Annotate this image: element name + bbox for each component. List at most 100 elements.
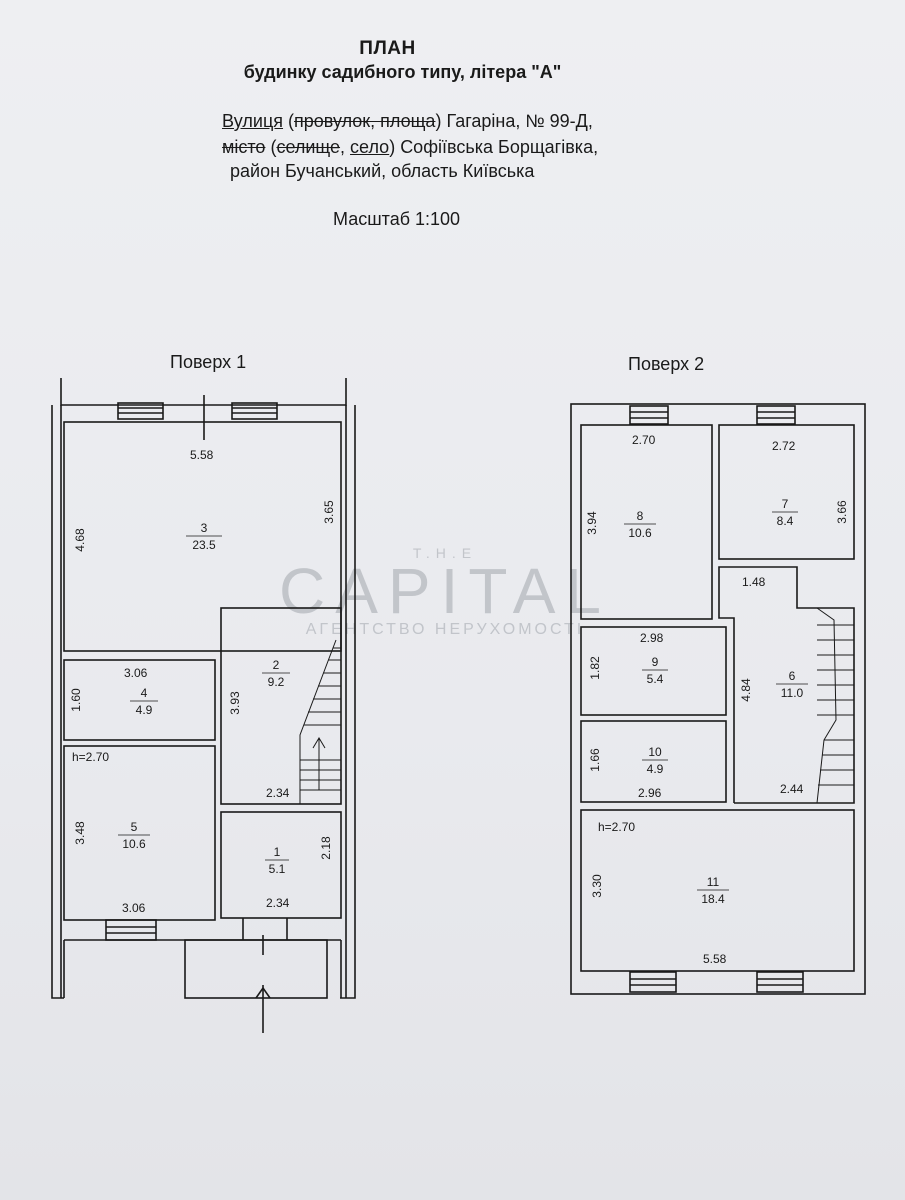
- floor1-label: Поверх 1: [170, 352, 247, 372]
- dim-label: 5.58: [190, 448, 214, 462]
- floor1-outer-right: [340, 405, 356, 999]
- floor2-room-9: [580, 626, 727, 716]
- floor1-room-2: [220, 607, 342, 805]
- floor1-plan: [51, 378, 356, 1033]
- floor2-labels: 2.70 2.72 3.94 8 10.6 7 8.4 3.66 1.48 2.…: [585, 433, 849, 966]
- window: [629, 405, 669, 425]
- height-note: h=2.70: [72, 750, 109, 764]
- dim-label: 2.44: [780, 782, 804, 796]
- stair-arrow-head: [312, 737, 326, 749]
- room-area: 9.2: [268, 675, 285, 689]
- room-area: 5.4: [647, 672, 664, 686]
- dim-label: 5.58: [703, 952, 727, 966]
- floor1-stairs: [299, 639, 341, 804]
- window: [756, 405, 796, 425]
- watermark-the: T.H.E: [412, 545, 478, 561]
- room-number: 5: [131, 820, 138, 834]
- floor1-room-3: [63, 421, 342, 652]
- dim-label: 2.18: [319, 836, 333, 860]
- dim-label: 1.82: [588, 656, 602, 680]
- city-struck: місто: [222, 137, 266, 157]
- window: [231, 402, 278, 420]
- floor2-room-8: [580, 424, 713, 620]
- dim-label: 3.06: [124, 666, 148, 680]
- window: [756, 971, 804, 993]
- room-number: 1: [274, 845, 281, 859]
- street-value: Гагаріна, № 99-Д,: [446, 111, 593, 131]
- village-struck: селище: [276, 137, 341, 157]
- dim-label: 3.66: [835, 500, 849, 524]
- room-area: 4.9: [136, 703, 153, 717]
- address-line-street: Вулиця (провулок, площа) Гагаріна, № 99-…: [222, 111, 593, 132]
- agency-watermark: T.H.E CAPITAL АГЕНТСТВО НЕРУХОМОСТІ: [245, 545, 645, 639]
- room-area: 11.0: [781, 686, 804, 700]
- paren: ): [435, 111, 447, 131]
- room-number: 4: [141, 686, 148, 700]
- window: [629, 971, 677, 993]
- floor1-room-1: [220, 811, 342, 919]
- stair-edge: [816, 607, 837, 804]
- lane-struck: провулок, площа: [294, 111, 436, 131]
- address-line-settlement: місто (селище, село) Софіївська Борщагів…: [222, 137, 598, 158]
- floor1-room-4: [63, 659, 216, 741]
- room-area: 4.9: [647, 762, 664, 776]
- dim-label: 4.84: [739, 678, 753, 702]
- room-number: 9: [652, 655, 659, 669]
- room-area: 8.4: [777, 514, 794, 528]
- plan-subtitle: будинку садибного типу, літера "А": [243, 62, 562, 82]
- dim-label: 3.06: [122, 901, 146, 915]
- room-number: 8: [637, 509, 644, 523]
- floor2-room-10: [580, 720, 727, 803]
- room-area: 10.6: [122, 837, 146, 851]
- comma: ,: [340, 137, 351, 157]
- room-area: 23.5: [192, 538, 216, 552]
- room-number: 6: [789, 669, 796, 683]
- dim-label: 3.93: [228, 691, 242, 715]
- dim-label: 1.60: [69, 688, 83, 712]
- dim-label: 1.48: [742, 575, 766, 589]
- floor2-outer-wall: [570, 403, 866, 995]
- floor2-plan: [570, 403, 866, 995]
- plan-title: ПЛАН: [359, 38, 416, 59]
- floor1-porch: [184, 939, 328, 999]
- room-number: 7: [782, 497, 789, 511]
- room-area: 5.1: [269, 862, 286, 876]
- dim-label: 2.34: [266, 896, 290, 910]
- height-note: h=2.70: [598, 820, 635, 834]
- dim-label: 2.96: [638, 786, 662, 800]
- street-label: Вулиця: [222, 111, 284, 131]
- floor1-outer-left: [51, 405, 64, 999]
- floor2-room-7: [718, 424, 855, 560]
- dim-label: 2.72: [772, 439, 796, 453]
- room-area: 18.4: [701, 892, 725, 906]
- dim-label: 3.65: [322, 500, 336, 524]
- window: [105, 919, 157, 941]
- room-number: 3: [201, 521, 208, 535]
- room-area: 10.6: [628, 526, 652, 540]
- dim-label: 3.30: [590, 874, 604, 898]
- dim-label: 4.68: [73, 528, 87, 552]
- watermark-capital: CAPITAL: [279, 555, 611, 627]
- paren: (: [283, 111, 295, 131]
- room-number: 2: [273, 658, 280, 672]
- dim-label: 2.34: [266, 786, 290, 800]
- watermark-agency: АГЕНТСТВО НЕРУХОМОСТІ: [305, 621, 585, 638]
- stair-edge: [299, 639, 337, 804]
- floor2-room-11: [580, 809, 855, 972]
- floor2-label: Поверх 2: [628, 354, 705, 374]
- room-number: 10: [648, 745, 662, 759]
- entry-arrow-head: [255, 986, 271, 999]
- dim-label: 2.70: [632, 433, 656, 447]
- floor2-room-6: [718, 566, 855, 804]
- floor1-labels: 5.58 4.68 3.65 3 23.5 3.06 1.60 4 4.9 2 …: [69, 448, 336, 915]
- room-number: 11: [707, 875, 720, 889]
- village-label: село: [350, 137, 390, 157]
- scale-label: Масштаб 1:100: [333, 209, 461, 229]
- dim-label: 1.66: [588, 748, 602, 772]
- dim-label: 2.98: [640, 631, 664, 645]
- dim-label: 3.94: [585, 511, 599, 535]
- floor2-stairs: [816, 607, 854, 804]
- dim-label: 3.48: [73, 821, 87, 845]
